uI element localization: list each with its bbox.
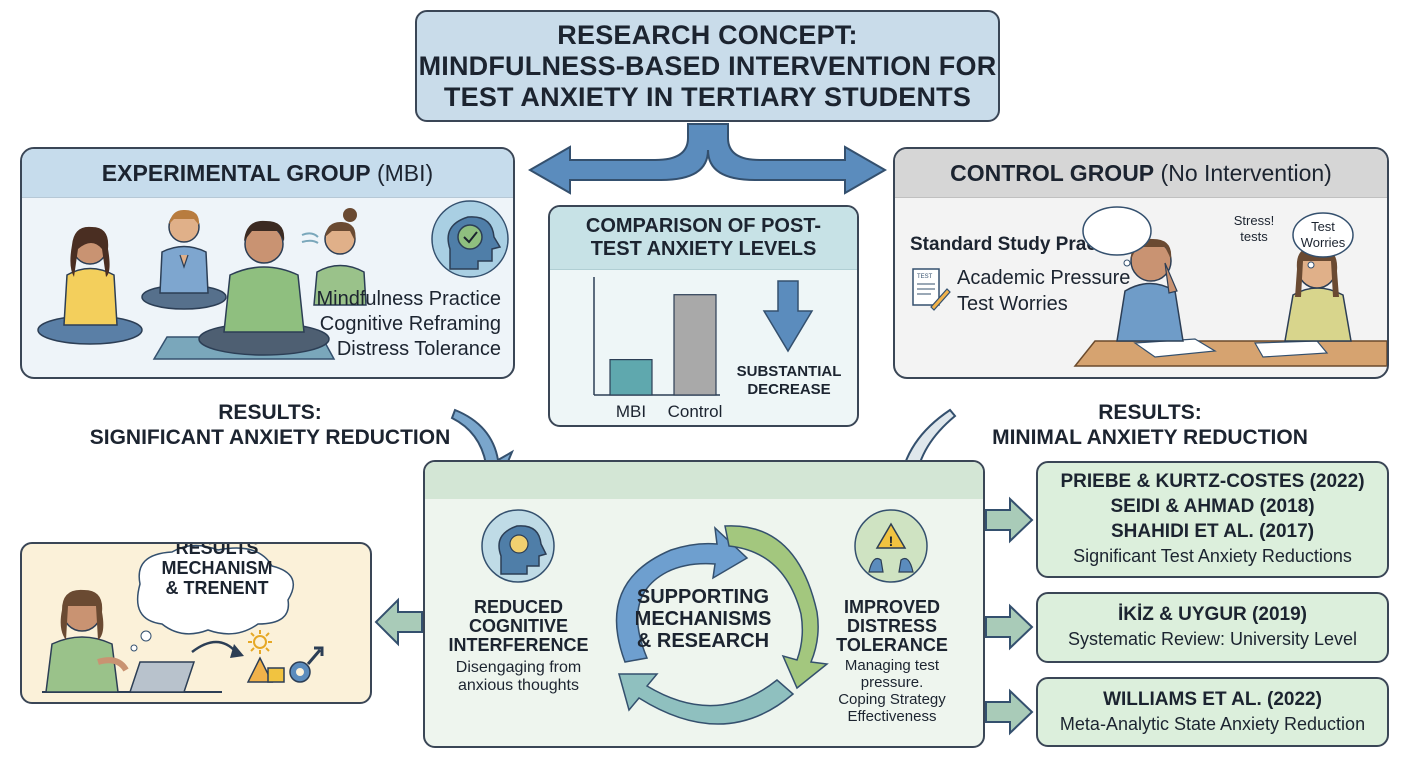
results-right-line-1: RESULTS: — [1098, 401, 1202, 424]
results-mechanism-bubble-line: & TRENENT — [165, 578, 269, 598]
title-line-2: MINDFULNESS-BASED INTERVENTION FOR — [418, 50, 997, 81]
improved-tolerance-title: TOLERANCE — [836, 635, 948, 655]
reference-citation: İKİZ & UYGUR (2019) — [1118, 604, 1307, 625]
improved-tolerance-title: DISTRESS — [846, 616, 938, 636]
arrow-ref-1 — [985, 496, 1034, 544]
reduced-interference-desc: anxious thoughts — [458, 677, 579, 694]
comparison-panel: COMPARISON OF POST- TEST ANXIETY LEVELS … — [548, 205, 859, 427]
experimental-heading-rest: (MBI) — [370, 159, 434, 186]
stressed-students-illustration — [1073, 206, 1387, 367]
mechanisms-center-line: SUPPORTING — [636, 586, 770, 608]
experimental-heading-bold: EXPERIMENTAL GROUP — [101, 159, 371, 186]
reference-description: Systematic Review: University Level — [1067, 629, 1358, 649]
improved-tolerance-desc: Managing test — [844, 657, 940, 674]
results-left-line-2: SIGNIFICANT ANXIETY REDUCTION — [89, 426, 451, 449]
reference-box-1: PRIEBE & KURTZ-COSTES (2022) SEIDI & AHM… — [1036, 461, 1389, 578]
arrow-ref-3 — [985, 688, 1034, 736]
stress-bubble-line: tests — [1240, 229, 1268, 244]
worries-bubble-line: Test — [1311, 219, 1335, 234]
reduced-interference-title: COGNITIVE — [468, 616, 568, 636]
control-subheading: Standard Study Practice — [910, 234, 1130, 255]
test-paper-label: TEST — [917, 274, 933, 280]
improved-tolerance-desc: pressure. — [860, 674, 924, 691]
title-box: RESEARCH CONCEPT: MINDFULNESS-BASED INTE… — [415, 10, 1000, 122]
decrease-note: SUBSTANTIAL DECREASE — [724, 363, 854, 399]
mechanisms-center-line: MECHANISMS — [634, 608, 772, 630]
reference-citation: SHAHIDI ET AL. (2017) — [1110, 521, 1315, 542]
improved-tolerance-title: IMPROVED — [843, 597, 940, 617]
test-paper-icon: TEST — [912, 268, 951, 311]
stress-bubble-line: Stress! — [1233, 213, 1275, 228]
comparison-bar-chart: MBI Control — [593, 277, 814, 421]
decrease-arrow-icon — [762, 280, 814, 353]
worries-bubble-text: Test Worries — [1297, 219, 1349, 251]
decrease-note-line: SUBSTANTIAL — [736, 363, 842, 380]
control-heading-bold: CONTROL GROUP — [950, 159, 1155, 186]
reference-citation: PRIEBE & KURTZ-COSTES (2022) — [1060, 471, 1365, 492]
title-line-3: TEST ANXIETY IN TERTIARY STUDENTS — [443, 81, 972, 112]
improved-tolerance-desc: Effectiveness — [847, 708, 937, 725]
reduced-interference-title: INTERFERENCE — [448, 635, 589, 655]
decrease-note-line: DECREASE — [747, 381, 831, 398]
experimental-items: Mindfulness Practice Cognitive Reframing… — [316, 287, 501, 362]
tick-label-mbi: MBI — [616, 402, 646, 421]
mechanisms-center-text: SUPPORTING MECHANISMS & RESEARCH — [613, 586, 793, 652]
mechanisms-center-line: & RESEARCH — [636, 630, 770, 652]
arrow-ref-2 — [985, 603, 1034, 651]
mechanisms-graphics: ! — [481, 509, 928, 725]
mechanisms-panel: ! SUPPORTING MECHANISMS & RESEARCH REDUC… — [423, 460, 985, 748]
improved-tolerance: IMPROVED DISTRESS TOLERANCE Managing tes… — [807, 597, 977, 726]
comparison-title-line-2: TEST ANXIETY LEVELS — [590, 238, 817, 260]
results-right: RESULTS: MINIMAL ANXIETY REDUCTION — [960, 400, 1340, 450]
arrow-to-mechanism — [374, 597, 423, 647]
reference-citation: WILLIAMS ET AL. (2022) — [1103, 689, 1322, 710]
reference-2-content: İKİZ & UYGUR (2019) Systematic Review: U… — [1038, 602, 1387, 651]
comparison-title-line-1: COMPARISON OF POST- — [585, 215, 822, 237]
reduced-interference: REDUCED COGNITIVE INTERFERENCE Disengagi… — [431, 598, 606, 695]
control-items: Academic Pressure Test Worries — [957, 265, 1130, 317]
results-left: RESULTS: SIGNIFICANT ANXIETY REDUCTION — [60, 400, 480, 450]
experimental-item: Distress Tolerance — [336, 338, 501, 360]
results-mechanism-bubble-text: RESULTS MECHANISM & TRENENT — [147, 542, 287, 598]
svg-text:!: ! — [889, 533, 894, 549]
reference-3-content: WILLIAMS ET AL. (2022) Meta-Analytic Sta… — [1038, 687, 1387, 736]
results-right-line-2: MINIMAL ANXIETY REDUCTION — [992, 426, 1308, 449]
control-heading-rest: (No Intervention) — [1154, 159, 1332, 186]
reference-citation: SEIDI & AHMAD (2018) — [1110, 496, 1315, 517]
comparison-heading: COMPARISON OF POST- TEST ANXIETY LEVELS — [550, 207, 857, 270]
reduced-interference-desc: Disengaging from — [455, 659, 582, 676]
tick-label-control: Control — [668, 402, 723, 421]
reference-1-content: PRIEBE & KURTZ-COSTES (2022) SEIDI & AHM… — [1038, 469, 1387, 568]
reduced-interference-title: REDUCED — [473, 597, 563, 617]
improved-tolerance-desc: Coping Strategy — [838, 691, 946, 708]
stress-bubble-text: Stress! tests — [1228, 213, 1280, 245]
title-line-1: RESEARCH CONCEPT: — [557, 19, 858, 50]
results-left-line-1: RESULTS: — [218, 401, 322, 424]
reference-box-3: WILLIAMS ET AL. (2022) Meta-Analytic Sta… — [1036, 677, 1389, 747]
reference-description: Significant Test Anxiety Reductions — [1073, 546, 1352, 566]
reference-box-2: İKİZ & UYGUR (2019) Systematic Review: U… — [1036, 592, 1389, 663]
control-group-heading: CONTROL GROUP (No Intervention) — [895, 149, 1387, 198]
control-item: Academic Pressure — [957, 267, 1131, 289]
results-mechanism-bubble-line: RESULTS — [175, 542, 259, 558]
worries-bubble-line: Worries — [1300, 235, 1346, 250]
experimental-group-heading: EXPERIMENTAL GROUP (MBI) — [22, 149, 513, 198]
control-group-panel: CONTROL GROUP (No Intervention) Standard… — [893, 147, 1389, 379]
split-arrow — [527, 123, 888, 195]
experimental-item: Cognitive Reframing — [319, 313, 501, 335]
experimental-item: Mindfulness Practice — [316, 288, 501, 310]
results-mechanism-bubble-line: MECHANISM — [161, 558, 273, 578]
bar-mbi — [609, 358, 653, 396]
experimental-group-panel: EXPERIMENTAL GROUP (MBI) Mindfulne — [20, 147, 515, 379]
results-mechanism-panel: RESULTS MECHANISM & TRENENT — [20, 542, 372, 704]
student-laptop-illustration — [42, 544, 324, 693]
bar-control — [673, 294, 717, 396]
reference-description: Meta-Analytic State Anxiety Reduction — [1059, 714, 1366, 734]
mechanisms-top-band — [425, 462, 983, 499]
control-item: Test Worries — [957, 293, 1068, 315]
meditating-students-illustration — [37, 200, 509, 360]
